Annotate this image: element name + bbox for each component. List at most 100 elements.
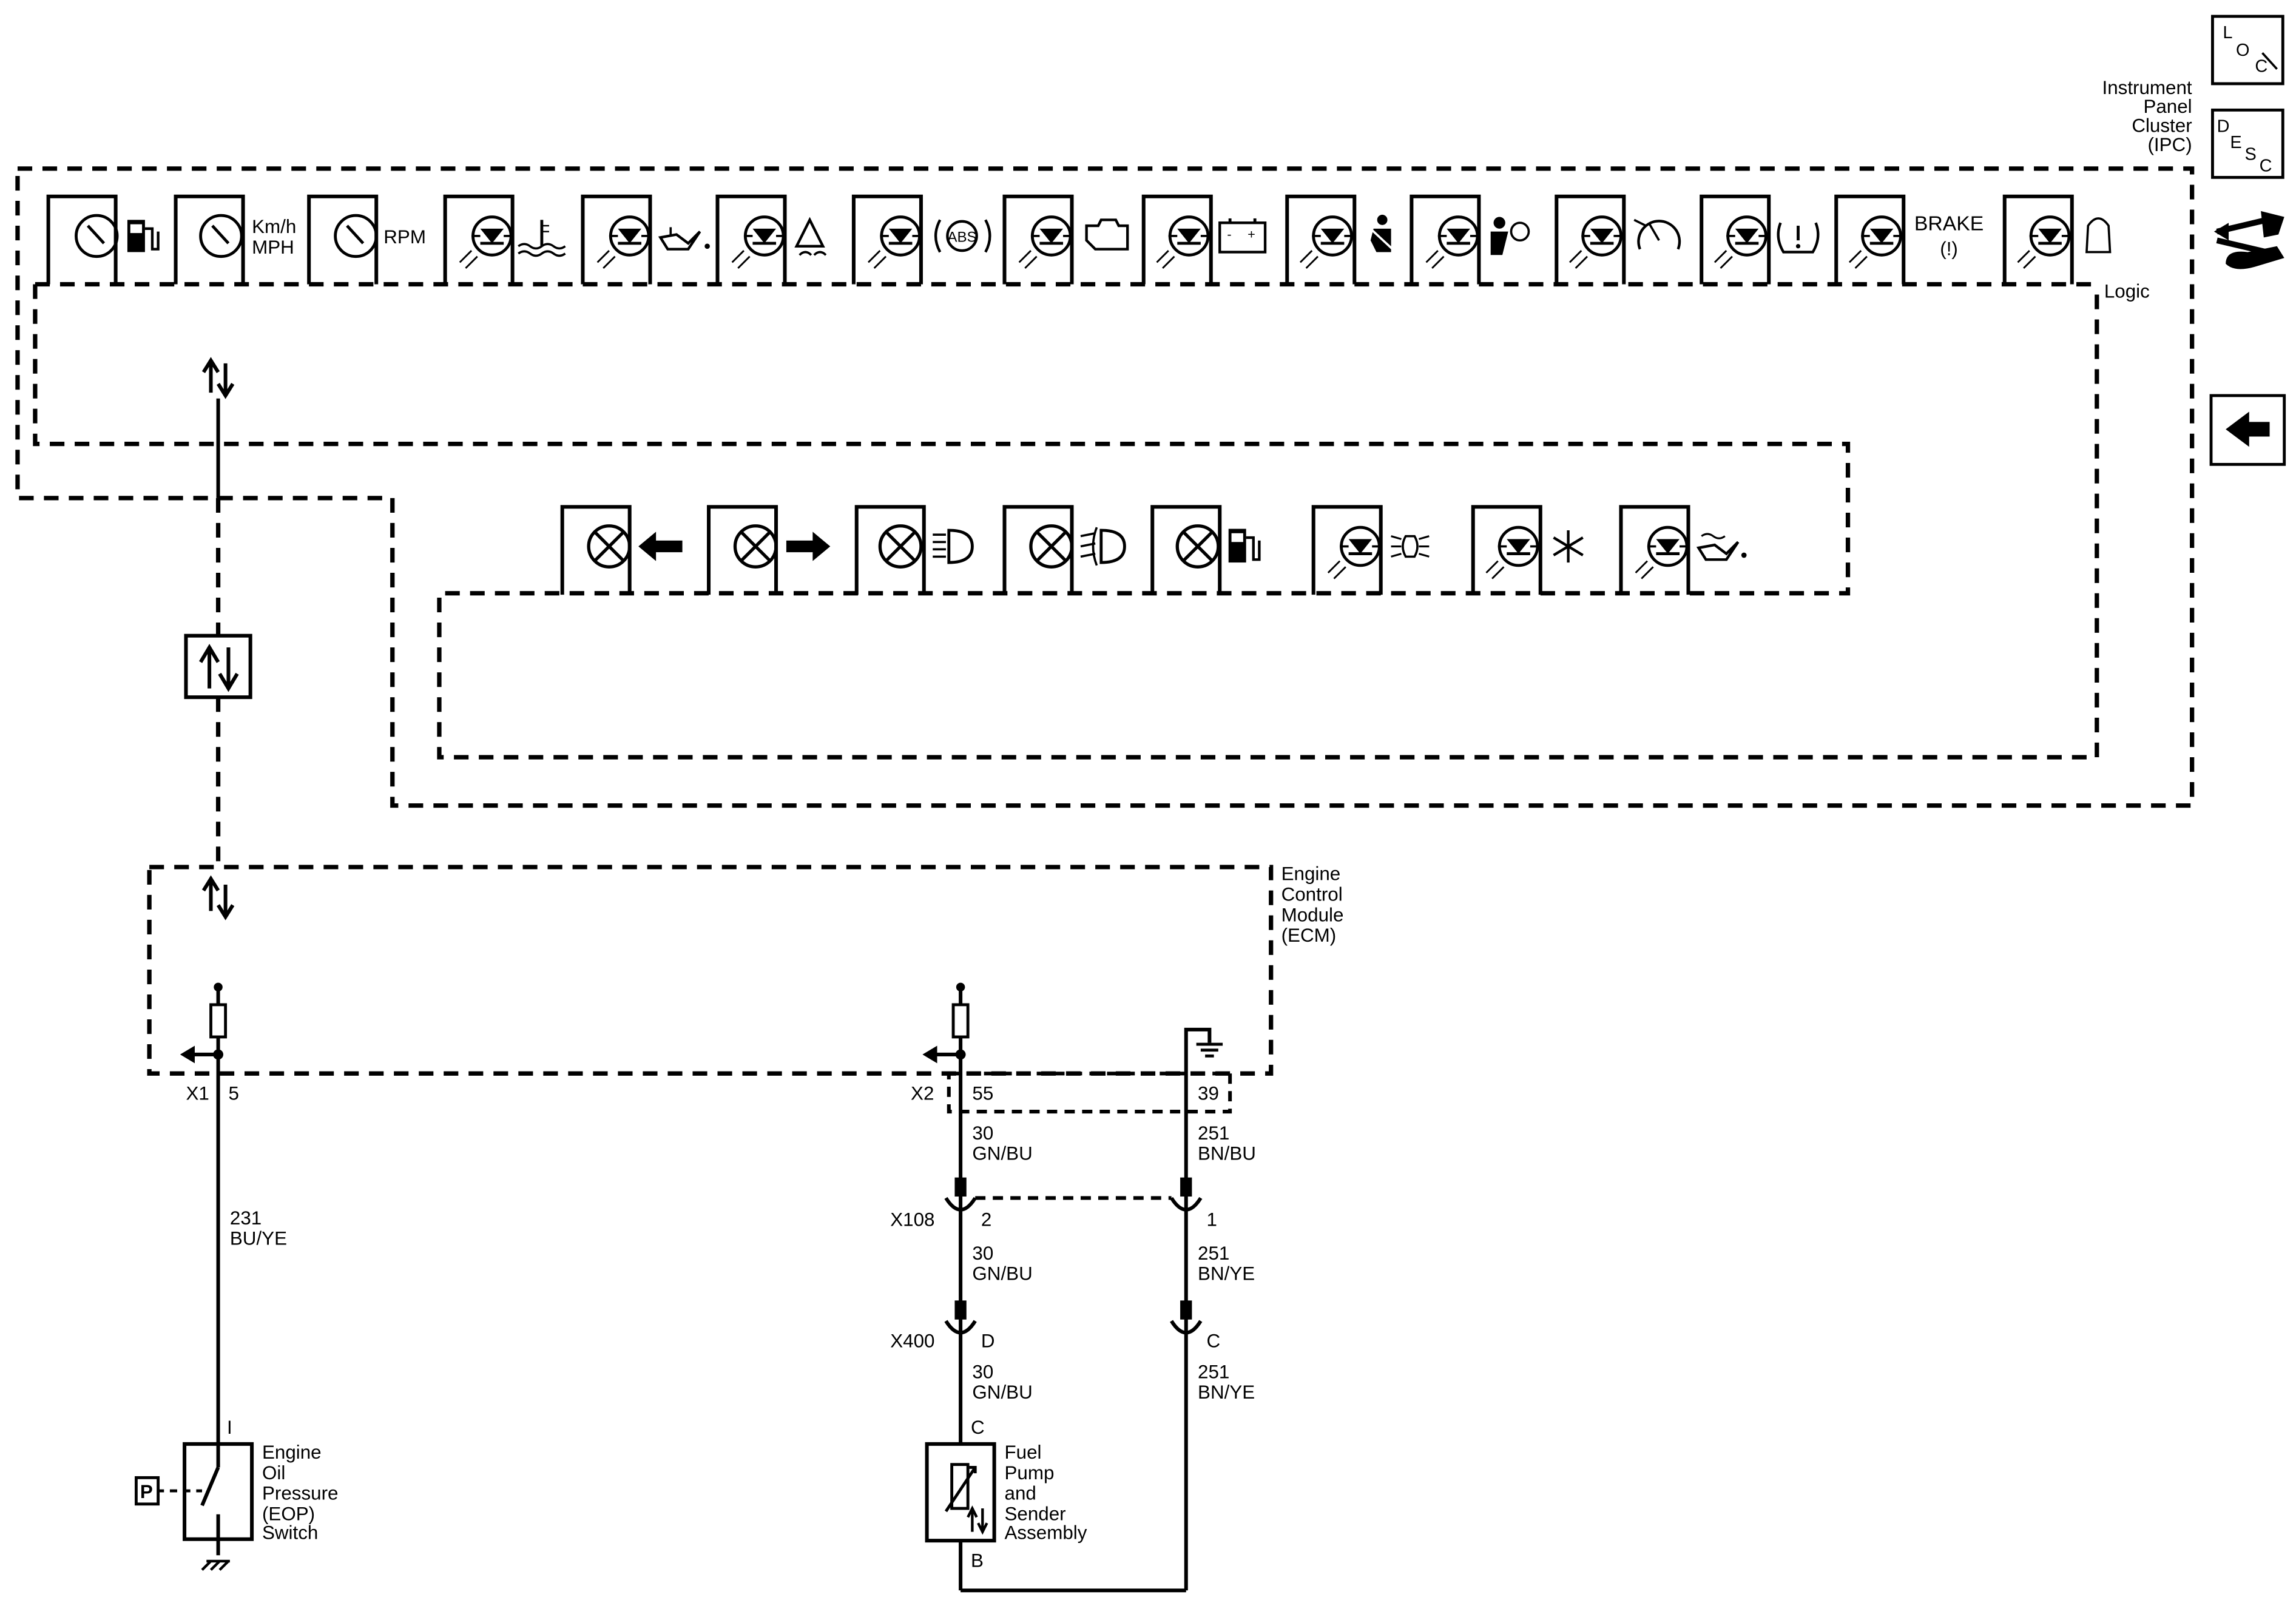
loc-letter-c: C — [2255, 57, 2267, 76]
svg-text:Instrument: Instrument — [2102, 77, 2192, 98]
eop-switch — [157, 1442, 254, 1571]
svg-text:X2: X2 — [911, 1083, 934, 1104]
rpm-label: RPM — [383, 226, 426, 248]
fuel-pump-sender — [925, 1442, 996, 1543]
fuel-pump-sender-label: Fuel Pump and Sender Assembly — [1005, 1442, 1087, 1544]
svg-text:1: 1 — [1207, 1209, 1217, 1230]
svg-text:C: C — [1207, 1331, 1221, 1352]
x2-connector-label: X2 55 39 — [911, 1083, 1219, 1104]
wire-251-lower-label: 251 BN/YE — [1198, 1361, 1255, 1403]
serial-data-arrows-ipc — [201, 357, 235, 399]
ecm-ground — [1184, 1027, 1223, 1074]
svg-text:GN/BU: GN/BU — [972, 1143, 1032, 1164]
svg-text:(EOP): (EOP) — [262, 1503, 315, 1524]
svg-text:Pressure: Pressure — [262, 1483, 338, 1504]
svg-text:BN/YE: BN/YE — [1198, 1263, 1255, 1284]
x400-connector: X400 D C — [890, 1300, 1221, 1352]
airbag-indicator — [1411, 197, 1530, 285]
ecm-fuel-sender-circuit — [922, 983, 968, 1064]
svg-text:BN/YE: BN/YE — [1198, 1382, 1255, 1403]
fuel-gauge — [49, 197, 160, 285]
svg-text:Engine: Engine — [1281, 863, 1341, 885]
svg-text:251: 251 — [1198, 1122, 1229, 1144]
ecm-label: Engine Control Module (ECM) — [1281, 863, 1344, 946]
svg-text:X400: X400 — [890, 1331, 934, 1352]
oil-pressure-indicator — [582, 197, 710, 285]
svg-text:Fuel: Fuel — [1005, 1442, 1042, 1463]
wire-251-middle-label: 251 BN/YE — [1198, 1243, 1255, 1284]
svg-text:55: 55 — [972, 1083, 993, 1104]
kmh-label: Km/h — [252, 216, 296, 237]
svg-text:BU/YE: BU/YE — [230, 1228, 287, 1249]
desc-button[interactable]: D E S C — [2211, 108, 2284, 179]
abs-indicator: ABS — [854, 197, 991, 285]
connector-repair-icon[interactable] — [2213, 211, 2284, 269]
svg-text:30: 30 — [972, 1361, 993, 1382]
cruise-control-indicator — [1556, 197, 1681, 285]
svg-text:+: + — [1248, 227, 1255, 242]
svg-text:GN/BU: GN/BU — [972, 1382, 1032, 1403]
svg-text:39: 39 — [1198, 1083, 1219, 1104]
seat-belt-indicator — [1287, 197, 1394, 285]
svg-text:Assembly: Assembly — [1005, 1522, 1087, 1544]
svg-text:X108: X108 — [890, 1209, 934, 1230]
svg-text:X1: X1 — [186, 1083, 209, 1104]
svg-text:BN/BU: BN/BU — [1198, 1143, 1256, 1164]
desc-letter-e: E — [2230, 133, 2241, 152]
svg-text:P: P — [140, 1481, 153, 1502]
loc-button[interactable]: L O C — [2211, 15, 2284, 86]
svg-text:30: 30 — [972, 1122, 993, 1144]
brake-text: BRAKE — [1914, 212, 1984, 235]
x108-connector: X108 2 1 — [890, 1178, 1217, 1230]
eop-switch-label: Engine Oil Pressure (EOP) Switch — [262, 1442, 338, 1544]
ipc-label: Instrument Panel Cluster (IPC) — [2102, 77, 2192, 155]
ipc-logic-upper — [33, 284, 2099, 760]
wire-231-label: 231 BU/YE — [230, 1207, 287, 1249]
battery-indicator: - + — [1144, 197, 1267, 285]
serial-data-arrows-ecm — [201, 875, 235, 920]
back-arrow-button[interactable] — [2209, 394, 2286, 466]
desc-letter-s: S — [2245, 144, 2257, 164]
svg-text:2: 2 — [981, 1209, 991, 1230]
svg-text:Sender: Sender — [1005, 1503, 1066, 1524]
svg-text:(IPC): (IPC) — [2147, 134, 2192, 155]
coolant-temp-indicator — [445, 197, 566, 285]
left-turn-indicator — [562, 507, 683, 595]
svg-text:Engine: Engine — [262, 1442, 322, 1463]
traction-control-indicator — [718, 197, 827, 285]
svg-text:GN/BU: GN/BU — [972, 1263, 1032, 1284]
svg-text:-: - — [1227, 227, 1231, 242]
loc-letter-l: L — [2223, 23, 2232, 42]
x2-connector-box — [947, 1072, 1232, 1114]
wire-30-upper-label: 30 GN/BU — [972, 1122, 1032, 1164]
svg-text:Oil: Oil — [262, 1462, 285, 1484]
door-ajar-indicator — [2005, 197, 2112, 285]
mph-label: MPH — [252, 237, 294, 258]
svg-text:30: 30 — [972, 1243, 993, 1264]
wire-30-lower-label: 30 GN/BU — [972, 1361, 1032, 1403]
fog-lamp-indicator — [1005, 507, 1126, 595]
fuel-sender-pin-c: C — [971, 1417, 985, 1438]
high-beam-indicator — [857, 507, 974, 595]
ecm-eop-circuit — [180, 983, 226, 1064]
tachometer-gauge: RPM — [309, 197, 426, 285]
ecm-boundary — [147, 865, 1274, 1076]
svg-text:Control: Control — [1281, 884, 1343, 905]
right-turn-indicator — [709, 507, 831, 595]
svg-text:Module: Module — [1281, 904, 1344, 925]
svg-text:Switch: Switch — [262, 1522, 318, 1544]
serial-data-bus-box — [184, 633, 252, 700]
tire-pressure-indicator — [1701, 197, 1820, 285]
svg-text:Pump: Pump — [1005, 1462, 1055, 1484]
brake-indicator: BRAKE (!) — [1836, 197, 1984, 285]
ice-warning-indicator — [1473, 507, 1584, 595]
loc-letter-o: O — [2236, 41, 2250, 60]
ipc-boundary — [15, 166, 2195, 808]
pressure-symbol: P — [135, 1476, 160, 1506]
svg-text:(ECM): (ECM) — [1281, 925, 1337, 946]
wire-251-upper-label: 251 BN/BU — [1198, 1122, 1256, 1164]
x1-connector-label: X1 5 — [186, 1083, 238, 1104]
check-engine-indicator — [1005, 197, 1129, 285]
eop-pin-label: I — [227, 1417, 232, 1438]
